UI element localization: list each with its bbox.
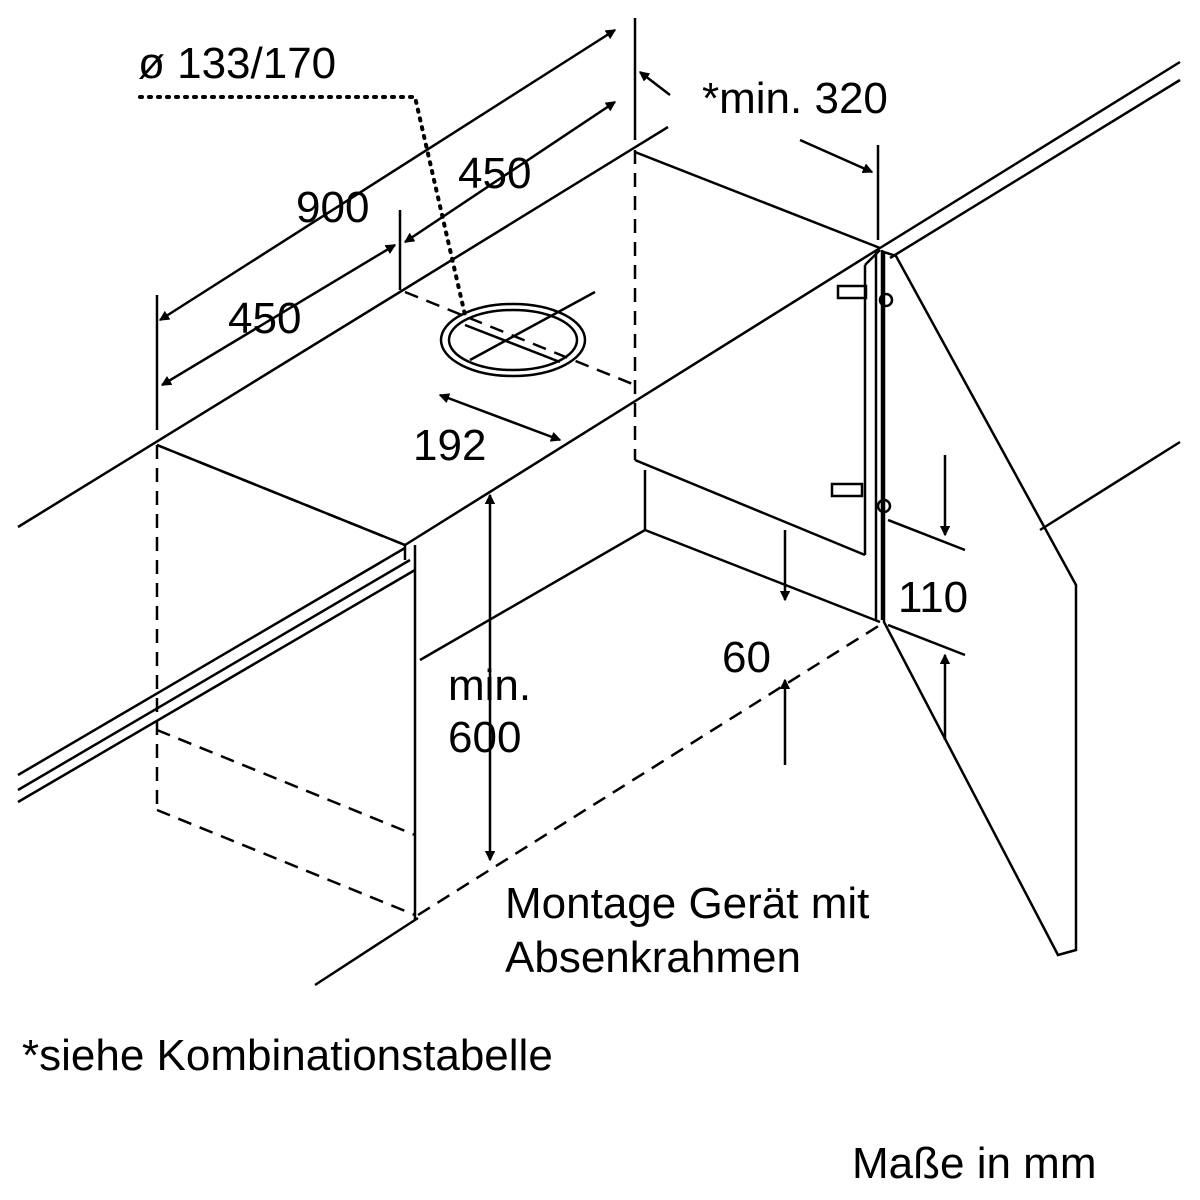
- min-label: min.: [448, 661, 531, 710]
- offset-192-label: 192: [413, 421, 486, 470]
- door-hinges: [830, 284, 894, 514]
- mounting-note-line1: Montage Gerät mit: [505, 879, 869, 928]
- cabinet-outline: [17, 60, 1181, 987]
- hidden-lines: [155, 150, 881, 917]
- mounting-note-line2: Absenkrahmen: [505, 933, 801, 982]
- cabinet-door: [882, 250, 1078, 957]
- width-900-label: 900: [296, 183, 369, 232]
- half-left-450-label: 450: [228, 294, 301, 343]
- height-110-label: 110: [898, 573, 968, 622]
- units-note: Maße in mm: [852, 1139, 1096, 1188]
- height-60-label: 60: [722, 633, 771, 682]
- min-600-label: 600: [448, 713, 521, 762]
- duct-diameter-label: ø 133/170: [138, 39, 336, 88]
- min-320-label: *min. 320: [702, 74, 888, 123]
- half-right-450-label: 450: [458, 149, 531, 198]
- dimension-lines: [155, 18, 966, 860]
- footnote: *siehe Kombinationstabelle: [22, 1031, 553, 1080]
